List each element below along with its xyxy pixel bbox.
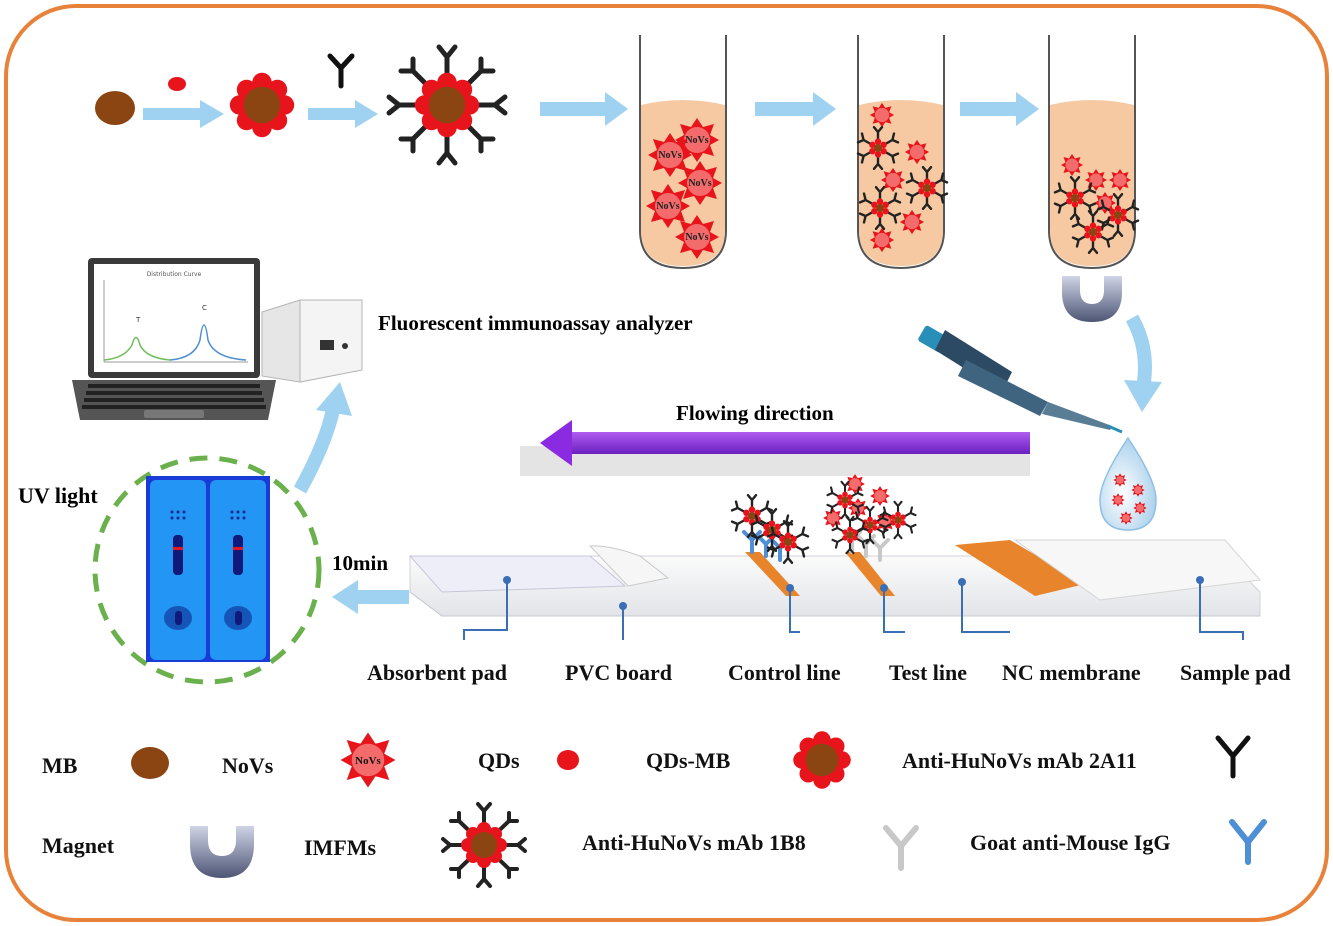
sample-droplet xyxy=(1099,436,1157,531)
flowing-direction-label: Flowing direction xyxy=(676,401,834,425)
legend: MB NoVs NoVs QDs QDs-MB Anti-HuNoVs mAb … xyxy=(42,731,1267,888)
arrow-icon xyxy=(293,382,352,494)
strip-part-labels: Absorbent pad PVC board Control line Test l… xyxy=(367,660,1291,685)
legend-qds-mb-label: QDs-MB xyxy=(646,748,731,773)
arrow-icon xyxy=(960,92,1039,126)
antibody-2a11-icon xyxy=(327,53,355,89)
legend-mb-label: MB xyxy=(42,753,78,778)
strip-part-label: Control line xyxy=(728,660,841,685)
laptop-icon: Distribution Curve T C xyxy=(72,258,276,420)
arrow-icon xyxy=(1124,314,1162,412)
strip-part-label: PVC board xyxy=(565,660,672,685)
legend-qds-icon xyxy=(557,750,579,770)
imfm-particle xyxy=(386,44,508,166)
svg-text:NoVs: NoVs xyxy=(656,201,679,212)
legend-mab-1b8-label: Anti-HuNoVs mAb 1B8 xyxy=(582,830,806,855)
svg-text:C: C xyxy=(202,304,207,312)
strip-part-label: Test line xyxy=(889,660,967,685)
legend-mab-1b8-icon xyxy=(883,825,919,871)
arrow-icon xyxy=(755,92,836,126)
strip-part-label: Sample pad xyxy=(1180,660,1291,685)
svg-text:NoVs: NoVs xyxy=(688,178,711,189)
strip-part-label: NC membrane xyxy=(1002,660,1141,685)
legend-novs-icon: NoVs xyxy=(340,732,396,788)
tube-binding xyxy=(856,35,949,270)
analyzer-label: Fluorescent immunoassay analyzer xyxy=(378,311,693,335)
strip-leader-lines xyxy=(463,580,1244,640)
svg-text:NoVs: NoVs xyxy=(355,755,381,767)
legend-magnet-icon xyxy=(190,826,254,878)
svg-text:Distribution Curve: Distribution Curve xyxy=(147,271,202,278)
uv-dashed-circle xyxy=(92,455,322,685)
legend-goat-label: Goat anti-Mouse IgG xyxy=(970,830,1170,855)
svg-text:NoVs: NoVs xyxy=(685,232,708,243)
legend-mab-2a11-icon xyxy=(1215,735,1251,779)
tube-separation xyxy=(1048,35,1140,270)
svg-text:T: T xyxy=(135,316,141,324)
arrow-icon xyxy=(540,92,628,126)
lateral-flow-strip xyxy=(408,539,1261,617)
qd-particle xyxy=(168,77,186,91)
tube-incubation: NoVs NoVs NoVs NoVs NoVs xyxy=(639,35,727,270)
time-label: 10min xyxy=(332,551,388,575)
uv-test-strips-image xyxy=(146,476,270,662)
legend-mb-icon xyxy=(131,747,169,779)
legend-imfms-label: IMFMs xyxy=(304,835,377,860)
legend-mab-2a11-label: Anti-HuNoVs mAb 2A11 xyxy=(902,748,1137,773)
mb-particle xyxy=(95,91,135,125)
arrow-icon xyxy=(332,580,409,614)
legend-qds-label: QDs xyxy=(478,748,520,773)
analyzer-device-icon xyxy=(261,299,363,383)
flow-arrow xyxy=(520,420,1030,476)
svg-text:NoVs: NoVs xyxy=(685,135,708,146)
legend-novs-label: NoVs xyxy=(222,753,274,778)
magnet-icon xyxy=(1062,276,1122,322)
arrow-icon xyxy=(143,100,224,128)
legend-magnet-label: Magnet xyxy=(42,833,115,858)
legend-imfms-icon xyxy=(441,802,527,888)
uv-light-label: UV light xyxy=(18,483,98,508)
arrow-icon xyxy=(308,100,378,128)
synthesis-row xyxy=(95,44,628,166)
legend-goat-icon xyxy=(1229,819,1267,865)
pipette-icon xyxy=(918,325,1123,434)
strip-part-label: Absorbent pad xyxy=(367,660,507,685)
svg-text:NoVs: NoVs xyxy=(658,150,681,161)
